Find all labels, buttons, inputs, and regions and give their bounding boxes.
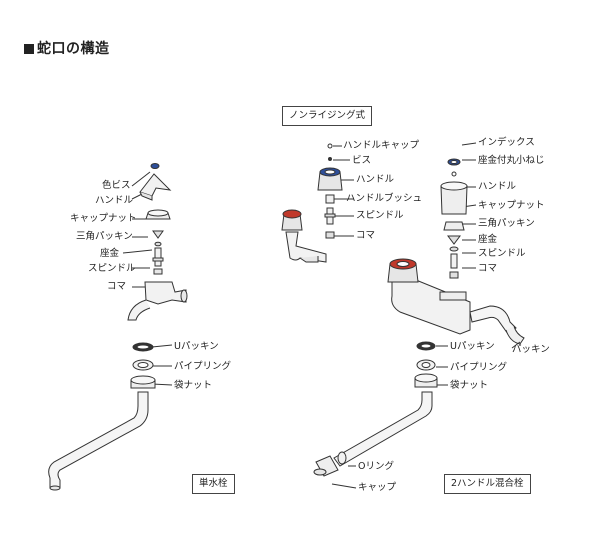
nonrising-part-handle-cap: ハンドルキャップ: [343, 140, 420, 151]
nonrising-assembly: [281, 143, 354, 263]
double-part-koma: コマ: [478, 263, 498, 274]
single-faucet-assembly: [48, 163, 188, 491]
title-square-icon: [24, 44, 34, 54]
double-bottom-cap: キャップ: [358, 482, 397, 493]
double-bottom-o-ring: Oリング: [358, 461, 394, 472]
single-part-washer: 座金: [100, 248, 120, 259]
nonrising-part-spindle: スピンドル: [356, 210, 404, 221]
double-part-index: インデックス: [478, 137, 535, 148]
title-text: 蛇口の構造: [37, 41, 110, 57]
nonrising-label: ノンライジング式: [282, 106, 373, 126]
double-part-handle: ハンドル: [478, 181, 517, 192]
double-part-washer-screw: 座金付丸小ねじ: [478, 155, 545, 166]
double-pipe-bag-nut: 袋ナット: [450, 380, 489, 391]
double-pipe-u-packing: Uパッキン: [450, 341, 495, 352]
single-part-spindle: スピンドル: [88, 263, 136, 274]
nonrising-part-screw: ビス: [352, 155, 372, 166]
page-title: 蛇口の構造: [24, 38, 110, 58]
double-part-cap-nut: キャップナット: [478, 200, 545, 211]
double-part-spindle: スピンドル: [478, 248, 526, 259]
single-part-koma: コマ: [107, 281, 127, 292]
double-faucet-assembly: [313, 142, 525, 489]
double-side-packing: パッキン: [512, 344, 550, 355]
single-part-cap-nut: キャップナット: [70, 213, 137, 224]
single-part-color-screw: 色ビス: [102, 180, 131, 191]
single-part-handle: ハンドル: [95, 195, 134, 206]
nonrising-part-handle-bush: ハンドルブッシュ: [346, 193, 423, 204]
double-part-washer: 座金: [478, 234, 498, 245]
single-pipe-u-packing: Uパッキン: [174, 341, 219, 352]
single-pipe-pipe-ring: パイプリング: [174, 361, 232, 372]
double-pipe-pipe-ring: パイプリング: [450, 362, 508, 373]
double-part-triangle-packing: 三角パッキン: [478, 218, 535, 229]
nonrising-part-koma: コマ: [356, 230, 376, 241]
single-pipe-bag-nut: 袋ナット: [174, 380, 213, 391]
single-faucet-name: 単水栓: [192, 474, 235, 494]
single-part-triangle-packing: 三角パッキン: [76, 231, 133, 242]
nonrising-part-handle: ハンドル: [356, 174, 395, 185]
double-faucet-name: 2ハンドル混合栓: [444, 474, 531, 494]
